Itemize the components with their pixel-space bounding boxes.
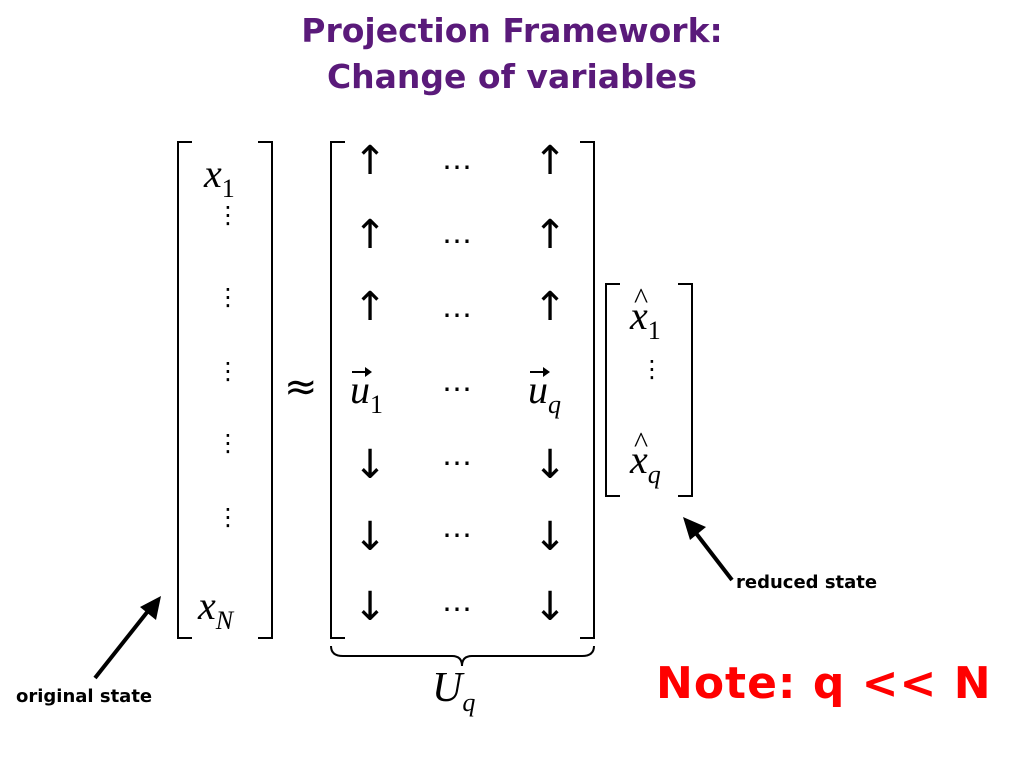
reduced-state-arrow-line bbox=[690, 526, 734, 582]
slide-title: Projection Framework: Change of variable… bbox=[0, 8, 1024, 100]
u-cell-r4-dots: ⋯ bbox=[442, 372, 474, 407]
x-vdots-2: ⋮ bbox=[216, 283, 240, 311]
u-cell-r5-c3: ↓ bbox=[533, 442, 567, 488]
xhat-vdots: ⋮ bbox=[640, 355, 664, 383]
x1-entry: x1 bbox=[204, 151, 235, 203]
u-matrix-right-bracket bbox=[580, 141, 595, 639]
u-matrix-name: Uq bbox=[432, 665, 476, 717]
uq-vector-arrow-icon bbox=[530, 367, 550, 377]
x-vdots-3: ⋮ bbox=[216, 357, 240, 385]
xN-entry: xN bbox=[198, 583, 234, 635]
title-line-1: Projection Framework: bbox=[301, 11, 723, 50]
u-cell-r6-c1: ↓ bbox=[353, 514, 387, 560]
u-cell-r7-c3: ↓ bbox=[533, 584, 567, 630]
x-vdots-5: ⋮ bbox=[216, 503, 240, 531]
u-cell-r3-c3: ↑ bbox=[533, 284, 567, 330]
x-vdots-4: ⋮ bbox=[216, 429, 240, 457]
u-cell-r2-c1: ↑ bbox=[353, 212, 387, 258]
u-cell-r1-c1: ↑ bbox=[353, 138, 387, 184]
original-state-arrow-head bbox=[140, 596, 161, 620]
xhat-vector-left-bracket bbox=[605, 283, 620, 497]
original-state-arrow-line bbox=[93, 604, 154, 680]
approx-symbol: ≈ bbox=[284, 364, 318, 410]
u-cell-r3-c1: ↑ bbox=[353, 284, 387, 330]
u-cell-r6-c3: ↓ bbox=[533, 514, 567, 560]
u-cell-r2-c3: ↑ bbox=[533, 212, 567, 258]
reduced-state-label: reduced state bbox=[736, 572, 878, 593]
xhat1-hat-icon: ^ bbox=[634, 282, 649, 315]
u1-entry: u 1 bbox=[350, 366, 383, 419]
u-cell-r5-c1: ↓ bbox=[353, 442, 387, 488]
xhatq-hat-icon: ^ bbox=[634, 426, 649, 459]
x-vdots-1: ⋮ bbox=[216, 201, 240, 229]
u-cell-r1-c3: ↑ bbox=[533, 138, 567, 184]
xhat-vector-right-bracket bbox=[678, 283, 693, 497]
u-cell-r2-dots: ⋯ bbox=[442, 224, 474, 259]
u-cell-r7-dots: ⋯ bbox=[442, 592, 474, 627]
reduced-state-arrow-head bbox=[683, 517, 706, 540]
xhat1-entry: ^ x 1 bbox=[630, 282, 661, 345]
x-vector-right-bracket bbox=[258, 141, 273, 639]
u-cell-r1-dots: ⋯ bbox=[442, 150, 474, 185]
u-cell-r5-dots: ⋯ bbox=[442, 446, 474, 481]
uq-entry: u q bbox=[528, 366, 561, 419]
u-cell-r3-dots: ⋯ bbox=[442, 298, 474, 333]
u-cell-r7-c1: ↓ bbox=[353, 584, 387, 630]
xhatq-entry: ^ x q bbox=[630, 426, 661, 489]
u-matrix-underbrace bbox=[330, 645, 595, 667]
u-matrix-left-bracket bbox=[330, 141, 345, 639]
note-text: Note: q << N bbox=[656, 658, 992, 709]
original-state-label: original state bbox=[16, 686, 153, 707]
u-cell-r6-dots: ⋯ bbox=[442, 518, 474, 553]
x-vector-left-bracket bbox=[177, 141, 192, 639]
u1-vector-arrow-icon bbox=[352, 367, 372, 377]
title-line-2: Change of variables bbox=[326, 57, 698, 96]
